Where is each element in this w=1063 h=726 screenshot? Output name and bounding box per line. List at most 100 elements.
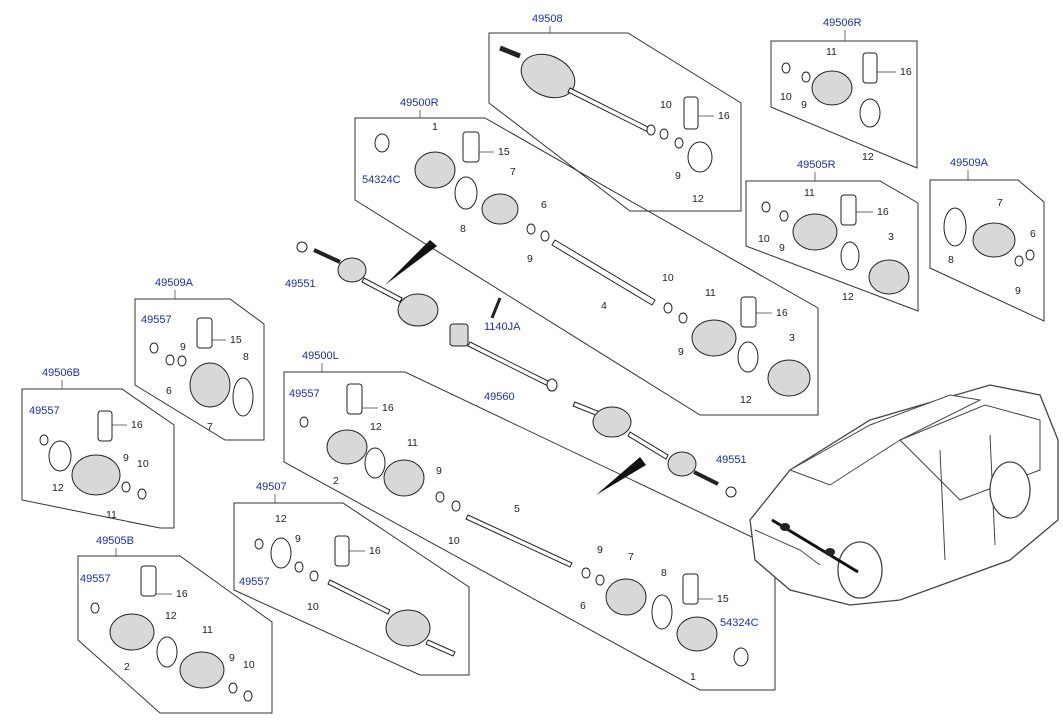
box-49500R xyxy=(354,117,819,416)
boot-7 xyxy=(605,578,647,616)
ref-54324C-bottom[interactable]: 54324C xyxy=(720,617,759,629)
grease-tube xyxy=(840,194,857,226)
group-label-49509A-left[interactable]: 49509A xyxy=(155,277,194,289)
inner-shaft-assembly xyxy=(572,401,719,486)
ring-9 xyxy=(228,682,238,694)
group-label-49509A-right[interactable]: 49509A xyxy=(950,157,989,169)
ring-10 xyxy=(659,128,669,140)
label-10: 10 xyxy=(243,659,255,671)
ref-1140JA[interactable]: 1140JA xyxy=(484,321,521,333)
group-label-49505R[interactable]: 49505R xyxy=(797,159,836,171)
ring-12 xyxy=(48,440,72,472)
shaft-5 xyxy=(465,514,573,568)
box-49507 xyxy=(233,502,470,676)
ring-12 xyxy=(156,636,178,668)
ref-49557-c[interactable]: 49557 xyxy=(289,388,320,400)
label-11: 11 xyxy=(705,287,716,299)
grease-tube xyxy=(196,317,213,349)
ring-12 xyxy=(270,537,292,569)
group-label-49507[interactable]: 49507 xyxy=(256,481,287,493)
ref-49557-e[interactable]: 49557 xyxy=(80,573,111,585)
label-9: 9 xyxy=(123,452,129,464)
label-12: 12 xyxy=(692,193,704,205)
label-16: 16 xyxy=(131,419,143,431)
ring-10 xyxy=(243,690,253,702)
ring-6 xyxy=(581,567,591,579)
ring-9 xyxy=(435,491,445,503)
label-9: 9 xyxy=(779,242,785,254)
ring-12 xyxy=(737,341,759,373)
ref-49560[interactable]: 49560 xyxy=(484,391,515,403)
ref-49557-d[interactable]: 49557 xyxy=(239,576,270,588)
ring-49557 xyxy=(90,602,100,614)
boot-7 xyxy=(972,222,1016,258)
group-label-49506R[interactable]: 49506R xyxy=(823,17,862,29)
boot-7 xyxy=(481,193,519,225)
bracket-1140JA xyxy=(490,297,502,319)
label-8: 8 xyxy=(948,254,954,266)
boot-7 xyxy=(189,362,231,408)
ring-12 xyxy=(687,141,713,173)
label-7: 7 xyxy=(997,197,1003,209)
label-4: 4 xyxy=(601,300,607,312)
ring-54324C xyxy=(733,647,749,667)
label-1: 1 xyxy=(432,121,438,133)
label-7: 7 xyxy=(207,421,213,433)
ring-9 xyxy=(595,574,605,586)
label-2: 2 xyxy=(124,661,130,673)
ref-49557-a[interactable]: 49557 xyxy=(141,314,172,326)
car-illustration xyxy=(749,384,1059,606)
housing-2 xyxy=(109,613,155,651)
grease-tube xyxy=(97,410,113,442)
box-49505B xyxy=(77,555,273,714)
ring-49557 xyxy=(299,416,309,428)
label-6: 6 xyxy=(1030,228,1036,240)
grease-tube xyxy=(862,52,878,84)
ring-9 xyxy=(526,223,536,235)
boot-11 xyxy=(383,459,425,497)
group-label-49500R[interactable]: 49500R xyxy=(400,97,439,109)
label-7: 7 xyxy=(628,551,634,563)
ring-10 xyxy=(663,302,673,314)
label-16: 16 xyxy=(900,66,912,78)
outer-shaft-assembly xyxy=(313,248,439,327)
ref-54324C-top[interactable]: 54324C xyxy=(362,174,401,186)
label-12: 12 xyxy=(842,291,854,303)
label-10: 10 xyxy=(137,458,149,470)
label-9: 9 xyxy=(229,652,235,664)
boot-11 xyxy=(71,454,121,496)
group-label-49500L[interactable]: 49500L xyxy=(302,350,339,362)
shaft-assembly-49507 xyxy=(327,579,456,657)
ref-49551-right[interactable]: 49551 xyxy=(716,454,747,466)
ring-49557 xyxy=(39,434,49,446)
ring-6 xyxy=(1025,249,1035,261)
label-9: 9 xyxy=(1015,285,1021,297)
ring-9 xyxy=(1014,255,1024,267)
label-6: 6 xyxy=(580,600,586,612)
ring-10 xyxy=(781,62,791,74)
ref-49557-b[interactable]: 49557 xyxy=(29,405,60,417)
label-15: 15 xyxy=(717,593,729,605)
arrow-upper xyxy=(385,240,437,285)
group-label-49506B[interactable]: 49506B xyxy=(42,367,80,379)
label-8: 8 xyxy=(661,567,667,579)
ring-8 xyxy=(943,207,967,247)
label-1: 1 xyxy=(690,671,696,683)
label-9: 9 xyxy=(597,544,603,556)
label-3: 3 xyxy=(888,231,894,243)
ring-6 xyxy=(165,354,175,366)
box-49506R xyxy=(770,40,918,169)
grease-tube xyxy=(683,96,699,130)
arrow-lower xyxy=(596,457,646,495)
group-label-49505B[interactable]: 49505B xyxy=(96,535,134,547)
group-label-49508[interactable]: 49508 xyxy=(532,13,563,25)
nut-49551-left xyxy=(296,241,308,253)
ring-12 xyxy=(840,241,860,271)
ref-49551-left[interactable]: 49551 xyxy=(285,278,316,290)
label-8: 8 xyxy=(460,223,466,235)
shaft-4 xyxy=(551,239,656,306)
ring-10 xyxy=(451,500,461,512)
housing-3 xyxy=(868,259,910,295)
